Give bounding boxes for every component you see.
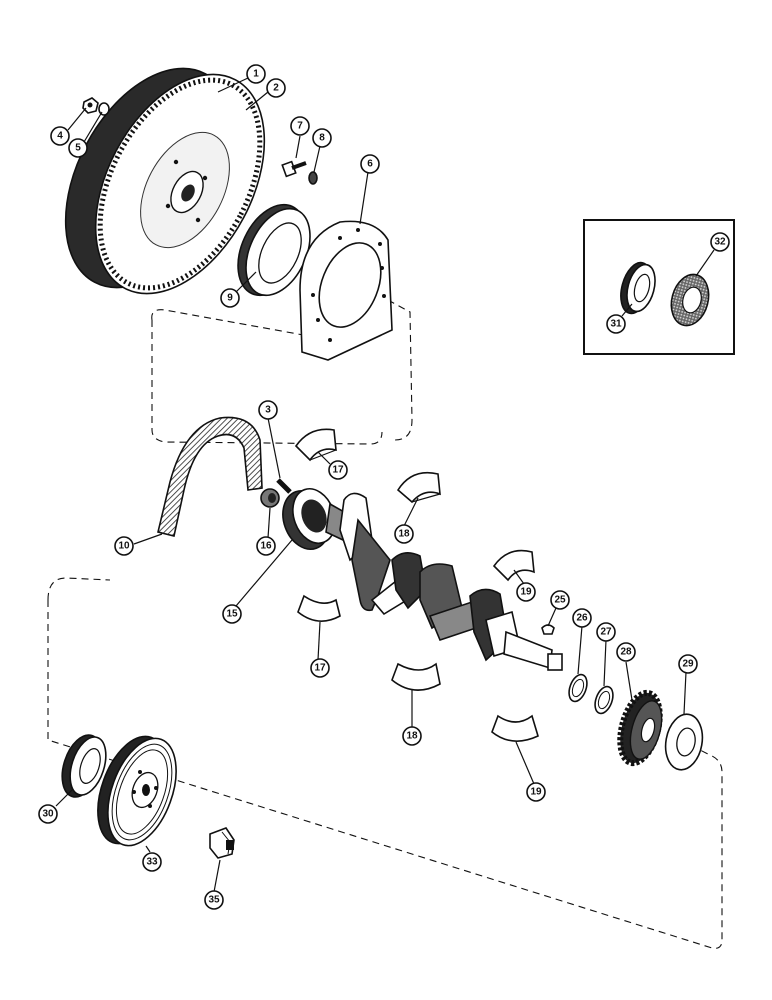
rear-seal-retainer <box>299 220 393 361</box>
callout-35: 35 <box>204 890 224 910</box>
svg-text:17: 17 <box>314 663 326 674</box>
callout-15: 15 <box>222 604 242 624</box>
svg-text:35: 35 <box>208 895 220 906</box>
callout-17b: 17 <box>310 658 330 678</box>
nut <box>82 97 99 114</box>
dowel-pin <box>276 478 292 494</box>
callout-3: 3 <box>258 400 278 420</box>
svg-text:6: 6 <box>367 159 373 170</box>
callout-28: 28 <box>616 642 636 662</box>
oil-slinger <box>664 713 704 771</box>
svg-text:4: 4 <box>57 131 63 142</box>
svg-text:29: 29 <box>682 659 694 670</box>
main-bearing-upper <box>294 428 337 462</box>
svg-text:9: 9 <box>227 293 233 304</box>
pilot-bearing <box>260 488 280 508</box>
svg-text:19: 19 <box>530 787 542 798</box>
callout-27: 27 <box>596 622 616 642</box>
gasket <box>157 416 263 537</box>
svg-text:30: 30 <box>42 809 54 820</box>
crankshaft-gear <box>617 689 663 767</box>
front-oil-seal <box>61 734 107 798</box>
svg-text:1: 1 <box>253 69 259 80</box>
callout-31: 31 <box>606 314 626 334</box>
washer-front <box>594 685 614 715</box>
svg-text:5: 5 <box>75 143 81 154</box>
thrust-bearing-lower <box>391 662 441 691</box>
callout-16: 16 <box>256 536 276 556</box>
callout-6: 6 <box>360 154 380 174</box>
svg-text:16: 16 <box>260 541 272 552</box>
leader-lines <box>55 77 715 893</box>
svg-text:3: 3 <box>265 405 271 416</box>
pulley-nut <box>209 827 235 859</box>
main-bearing-lower <box>297 594 341 622</box>
sleeve <box>670 273 710 327</box>
ring-gear-teeth <box>97 77 263 291</box>
bolt <box>281 160 307 178</box>
svg-text:28: 28 <box>620 647 632 658</box>
callout-26: 26 <box>572 608 592 628</box>
svg-text:25: 25 <box>554 595 566 606</box>
callout-4: 4 <box>50 126 70 146</box>
washer <box>308 171 318 185</box>
svg-text:31: 31 <box>610 319 622 330</box>
inset-box <box>583 219 735 355</box>
svg-text:33: 33 <box>146 857 158 868</box>
pulley <box>97 735 177 847</box>
svg-text:2: 2 <box>273 83 279 94</box>
svg-text:18: 18 <box>406 731 418 742</box>
svg-text:17: 17 <box>332 465 344 476</box>
callout-7: 7 <box>290 116 310 136</box>
main-bearing-upper-front <box>492 549 535 582</box>
callout-19a: 19 <box>516 582 536 602</box>
spacer <box>568 673 588 703</box>
callout-10: 10 <box>114 536 134 556</box>
callout-8: 8 <box>312 128 332 148</box>
upper-dashed-group <box>151 299 413 445</box>
callout-18b: 18 <box>402 726 422 746</box>
callout-30: 30 <box>38 804 58 824</box>
svg-text:32: 32 <box>714 237 726 248</box>
callout-25: 25 <box>550 590 570 610</box>
callout-1: 1 <box>246 64 266 84</box>
lock-washer <box>98 102 110 116</box>
callout-33: 33 <box>142 852 162 872</box>
svg-text:18: 18 <box>398 529 410 540</box>
thrust-bearing <box>396 471 441 504</box>
svg-text:26: 26 <box>576 613 588 624</box>
callout-29: 29 <box>678 654 698 674</box>
callout-18a: 18 <box>394 524 414 544</box>
callout-5: 5 <box>68 138 88 158</box>
callout-32: 32 <box>710 232 730 252</box>
crankshaft <box>282 488 563 671</box>
callout-9: 9 <box>220 288 240 308</box>
callout-2: 2 <box>266 78 286 98</box>
svg-text:10: 10 <box>118 541 130 552</box>
woodruff-key <box>541 624 555 635</box>
svg-text:8: 8 <box>319 133 325 144</box>
callout-17a: 17 <box>328 460 348 480</box>
main-bearing-lower-front <box>491 714 539 742</box>
svg-text:19: 19 <box>520 587 532 598</box>
svg-text:27: 27 <box>600 627 612 638</box>
callout-19b: 19 <box>526 782 546 802</box>
svg-text:15: 15 <box>226 609 238 620</box>
lower-dashed-group <box>47 577 723 949</box>
flywheel <box>64 67 266 295</box>
seal <box>620 261 656 315</box>
svg-text:7: 7 <box>297 121 303 132</box>
